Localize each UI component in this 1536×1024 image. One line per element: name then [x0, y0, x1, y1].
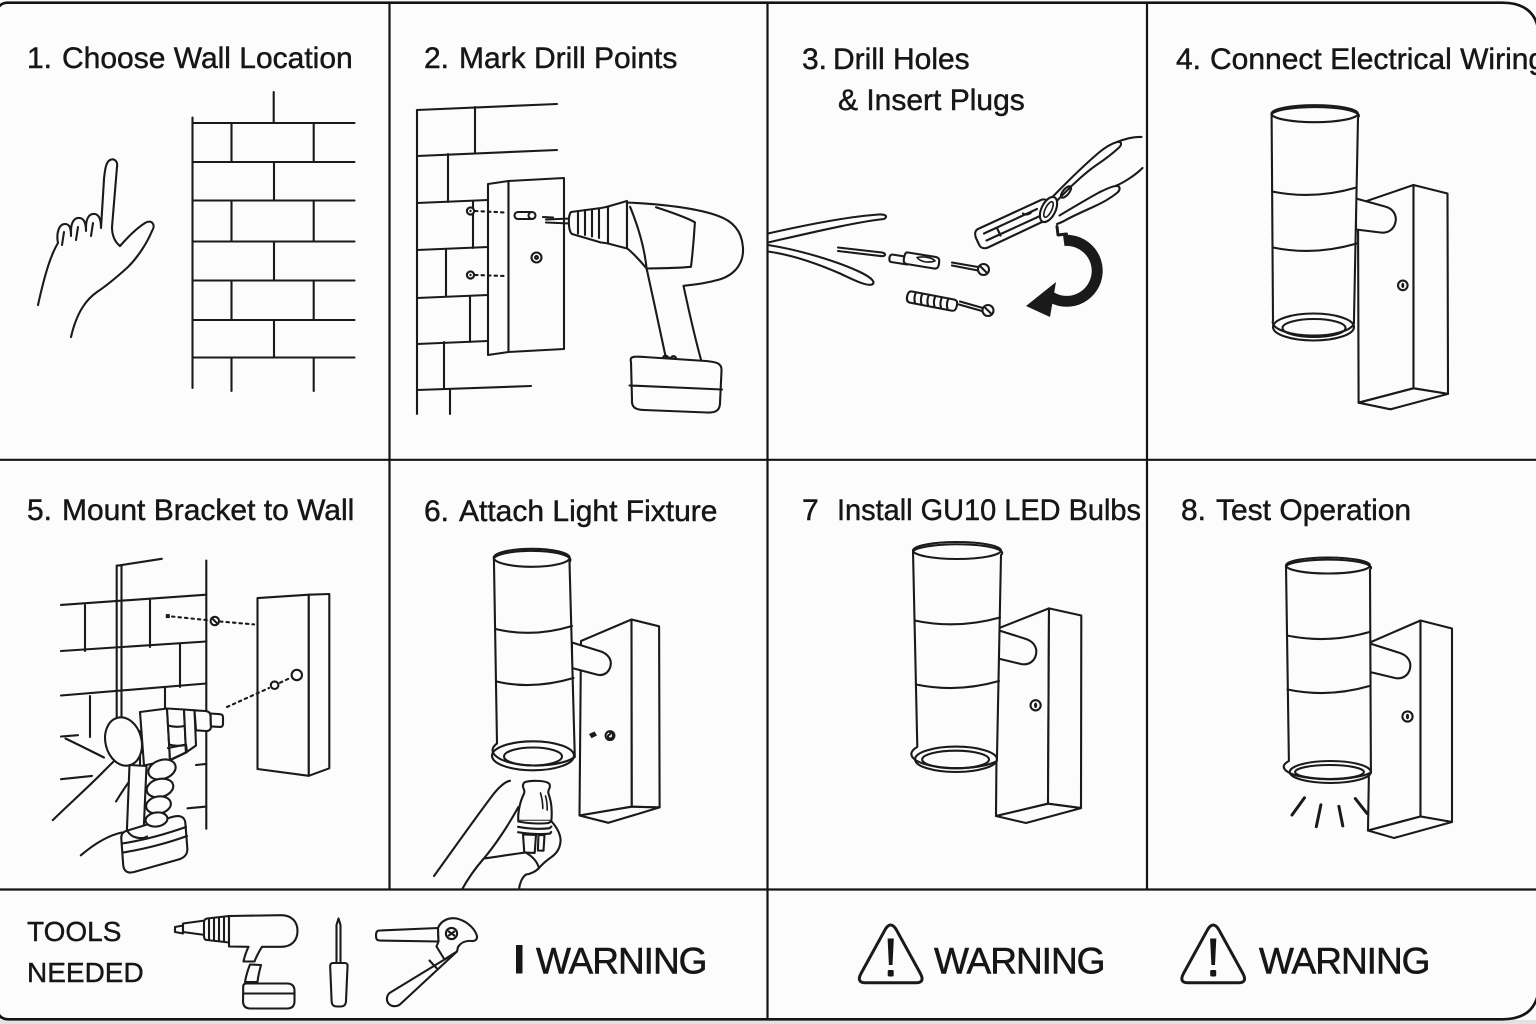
- svg-text:WARNING: WARNING: [934, 941, 1104, 982]
- svg-text:2.: 2.: [424, 42, 449, 75]
- svg-text:7: 7: [802, 494, 819, 527]
- svg-text:NEEDED: NEEDED: [27, 957, 144, 988]
- svg-text:Test Operation: Test Operation: [1216, 494, 1411, 527]
- svg-text:8.: 8.: [1181, 494, 1206, 527]
- svg-text:Connect Electrical Wiring: Connect Electrical Wiring: [1210, 43, 1536, 76]
- svg-text:Attach Light Fixture: Attach Light Fixture: [459, 495, 717, 528]
- svg-text:Choose Wall Location: Choose Wall Location: [62, 42, 353, 75]
- svg-text:3.: 3.: [802, 43, 827, 76]
- svg-text:5.: 5.: [27, 494, 52, 527]
- svg-text:4.: 4.: [1176, 43, 1201, 76]
- svg-text:Mark Drill Points: Mark Drill Points: [459, 42, 677, 75]
- svg-text:WARNING: WARNING: [1259, 941, 1429, 982]
- svg-text:& Insert Plugs: & Insert Plugs: [838, 84, 1025, 117]
- svg-text:6.: 6.: [424, 495, 449, 528]
- svg-text:Install GU10 LED Bulbs: Install GU10 LED Bulbs: [837, 494, 1141, 527]
- svg-text:TOOLS: TOOLS: [27, 916, 121, 947]
- svg-text:WARNING: WARNING: [536, 941, 706, 982]
- svg-text:Drill Holes: Drill Holes: [833, 43, 970, 76]
- svg-text:Mount Bracket to Wall: Mount Bracket to Wall: [62, 494, 354, 527]
- svg-text:1.: 1.: [27, 42, 52, 75]
